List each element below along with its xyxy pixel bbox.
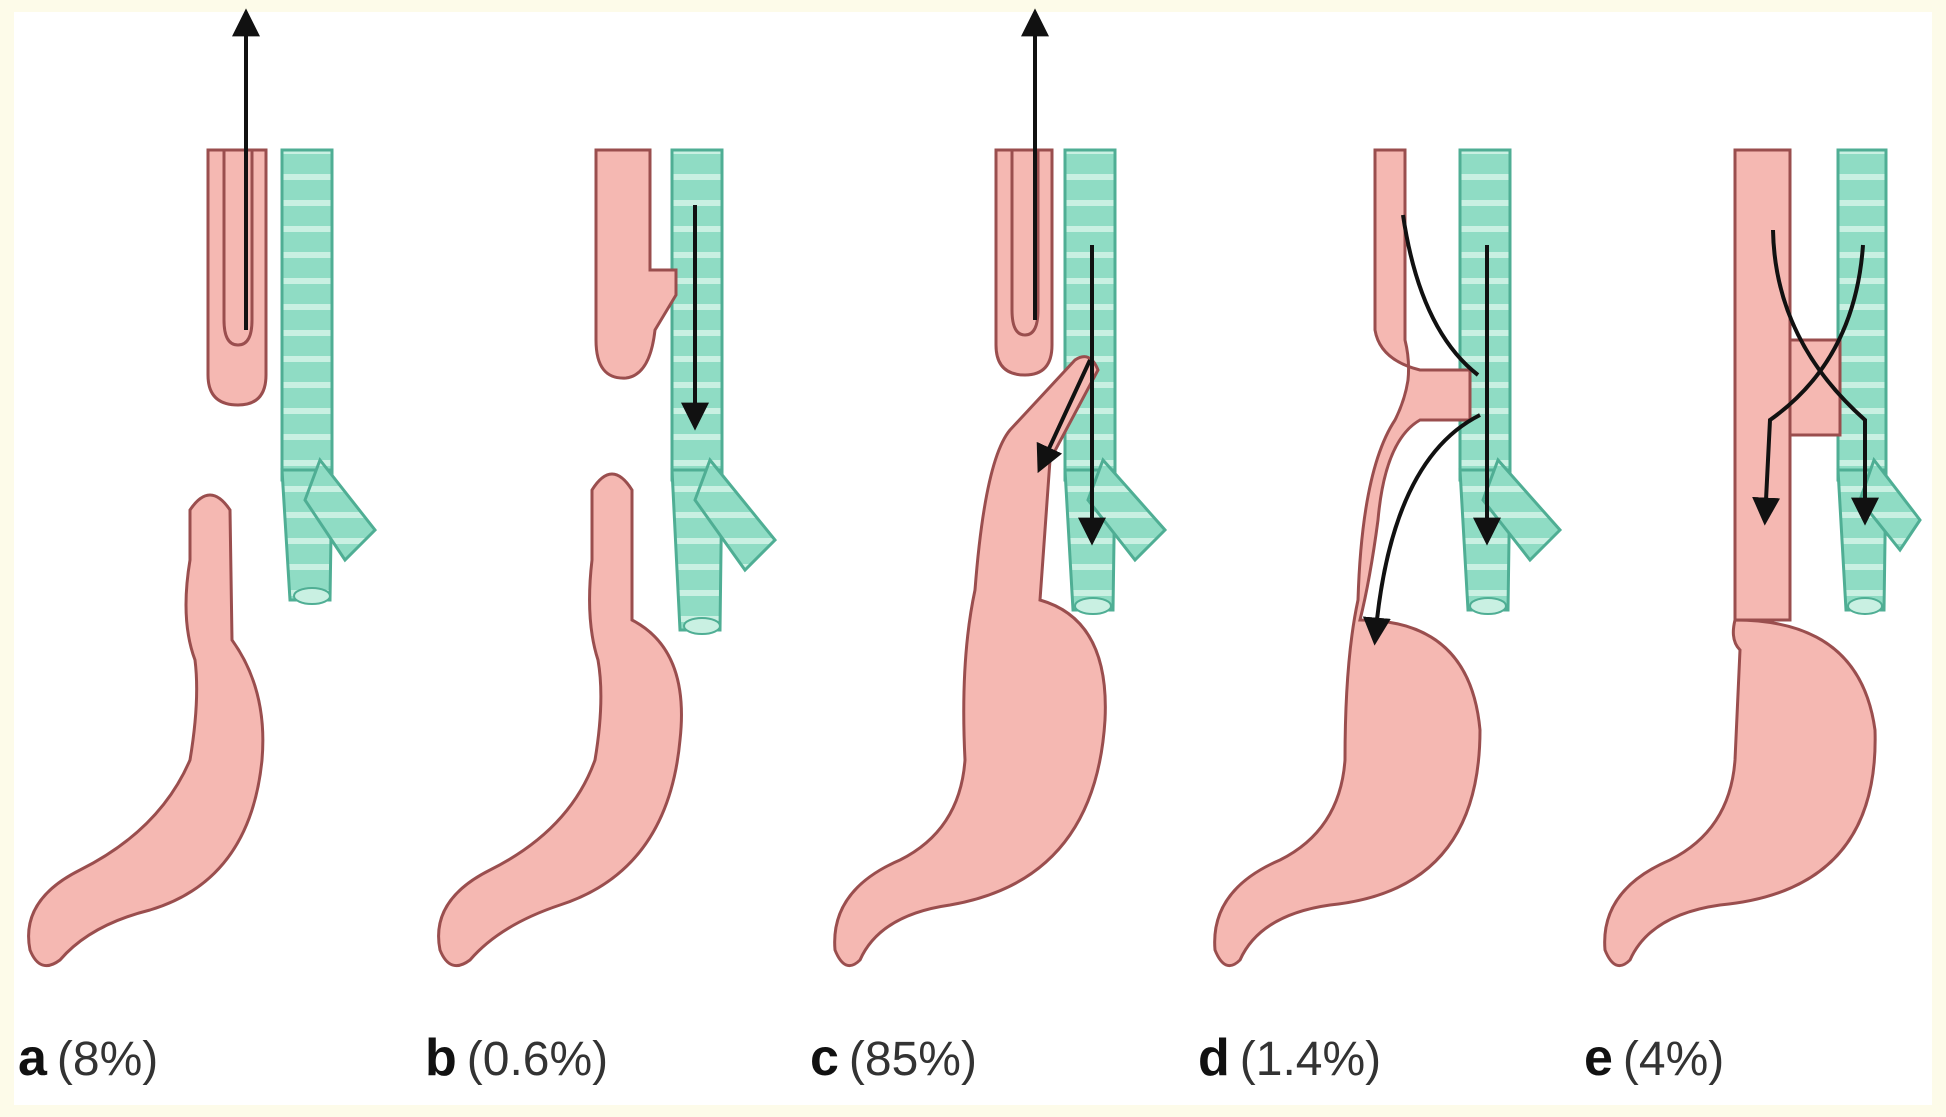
h-type-fistula-esophagus-and-stomach: [1605, 150, 1875, 966]
panel-label-a: a(8%): [18, 1028, 158, 1088]
panel-percent: (0.6%): [467, 1033, 608, 1086]
panel-letter: d: [1198, 1029, 1230, 1087]
panel-percent: (4%): [1623, 1033, 1724, 1086]
trachea: [1838, 150, 1920, 614]
upper-esophageal-pouch: [996, 150, 1052, 375]
panel-letter: b: [425, 1029, 457, 1087]
trachea: [1460, 150, 1560, 614]
upper-esophageal-pouch-with-fistula: [596, 150, 676, 378]
panel-e: [1605, 150, 1920, 966]
panel-b: [439, 150, 775, 966]
panel-percent: (1.4%): [1240, 1033, 1381, 1086]
trachea: [282, 150, 375, 604]
panel-letter: c: [810, 1029, 839, 1087]
panel-label-d: d(1.4%): [1198, 1028, 1381, 1088]
panel-d: [1215, 150, 1560, 966]
panel-label-c: c(85%): [810, 1028, 977, 1088]
panel-letter: a: [18, 1029, 47, 1087]
panel-percent: (8%): [57, 1033, 158, 1086]
panel-letter: e: [1584, 1029, 1613, 1087]
trachea: [672, 150, 775, 634]
panel-c: [835, 14, 1165, 966]
panel-label-e: e(4%): [1584, 1028, 1724, 1088]
lower-esophagus-and-stomach: [29, 495, 263, 966]
panel-label-b: b(0.6%): [425, 1028, 608, 1088]
esophagus-with-double-fistula-and-stomach: [1215, 150, 1480, 966]
upper-esophageal-pouch: [208, 150, 266, 405]
panel-percent: (85%): [849, 1033, 977, 1086]
lower-esophagus-and-stomach: [439, 474, 682, 966]
panel-a: [29, 14, 375, 966]
